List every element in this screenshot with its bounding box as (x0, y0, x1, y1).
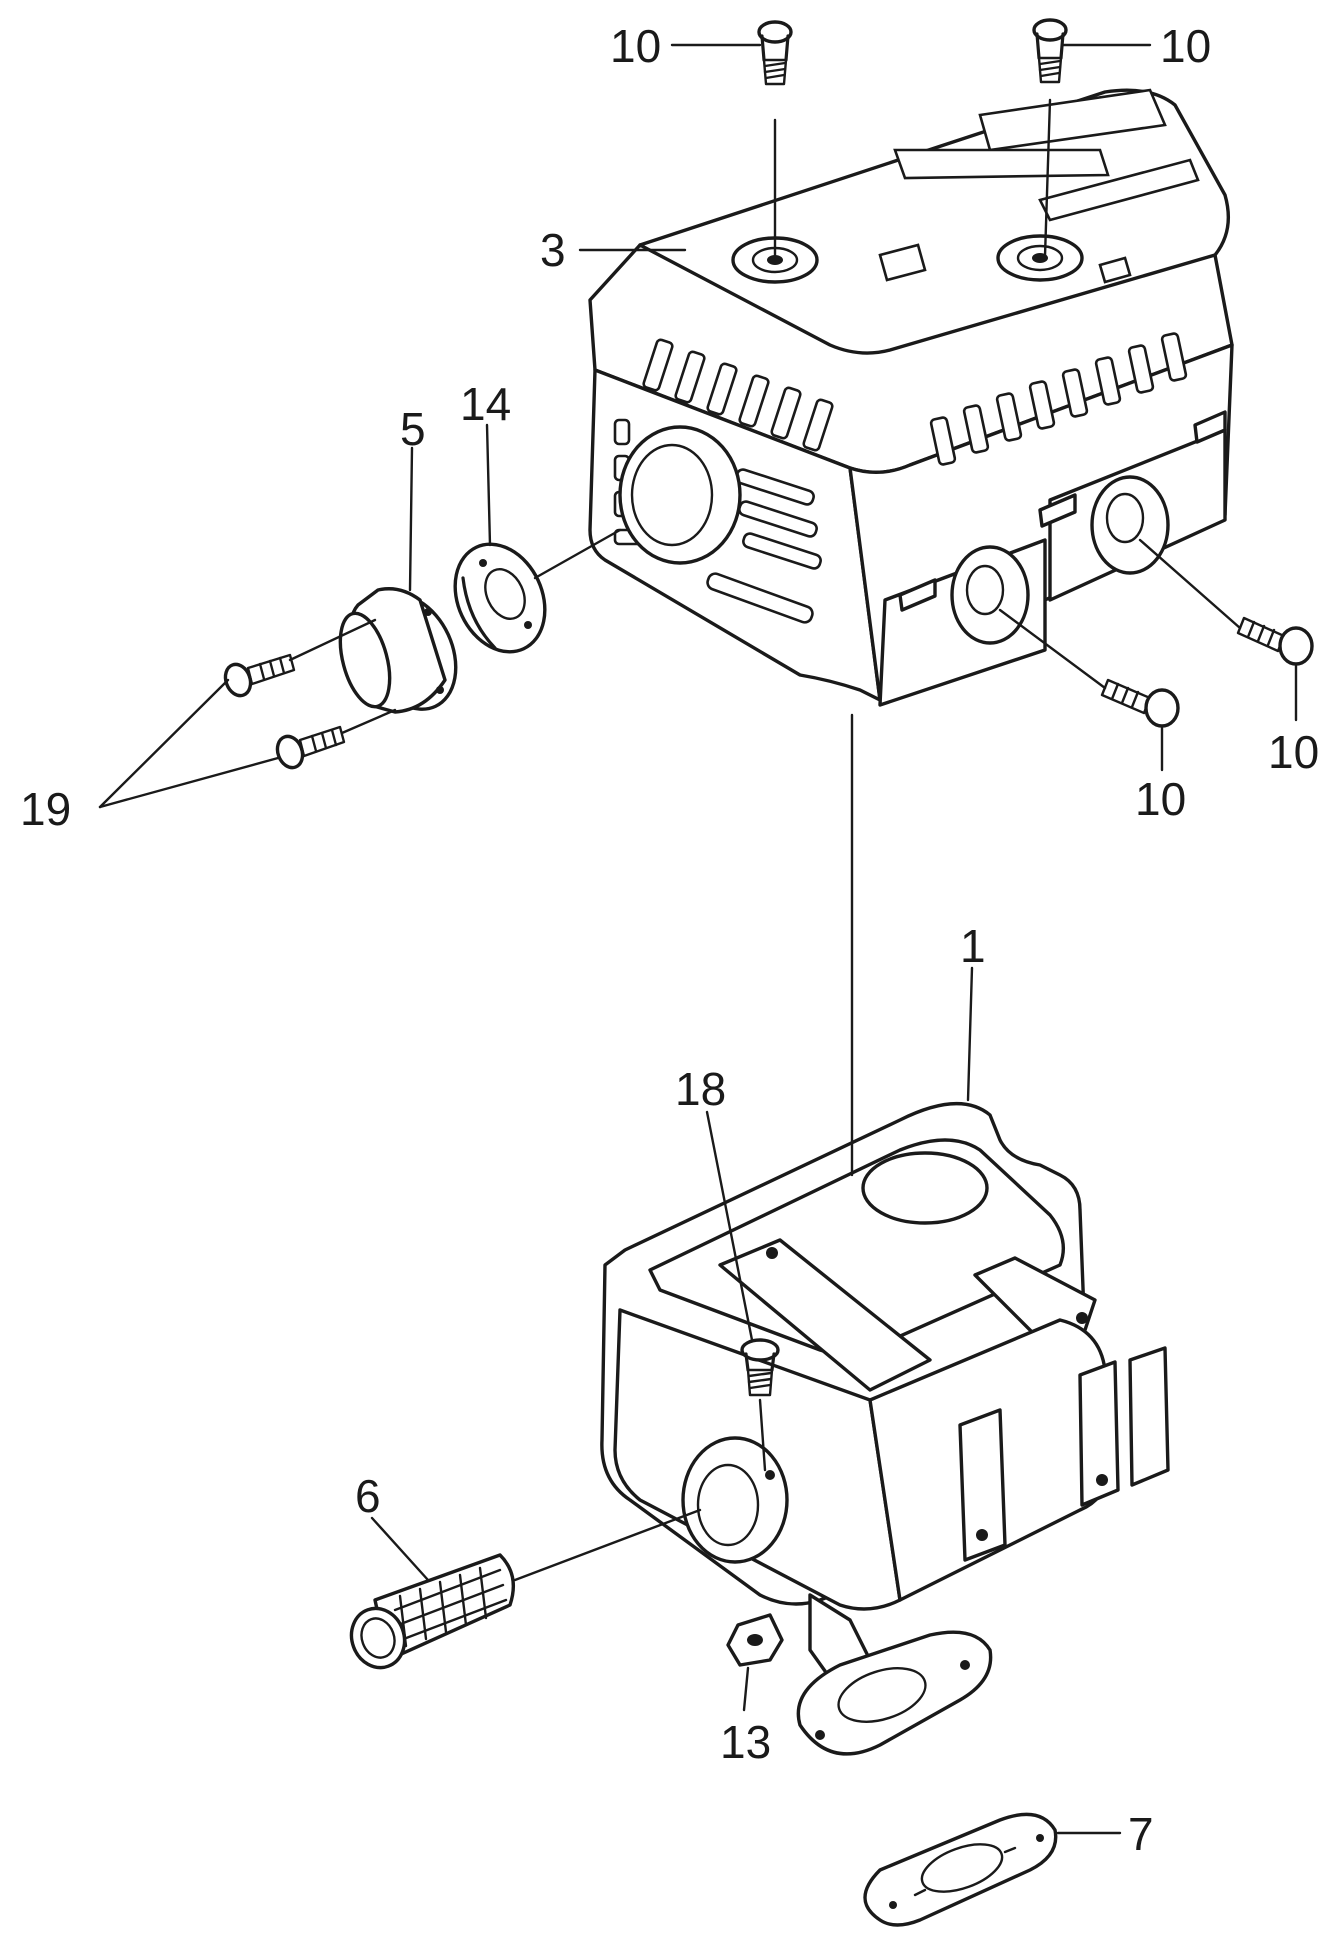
nut[interactable] (726, 1613, 784, 1667)
callout-13: 13 (720, 1716, 771, 1768)
callout-7: 7 (1128, 1808, 1154, 1860)
screw-side-right[interactable] (1236, 616, 1314, 666)
tailpipe[interactable] (343, 1553, 515, 1675)
callout-18: 18 (675, 1063, 726, 1115)
muffler-body[interactable] (600, 1101, 1170, 1756)
callout-19: 19 (20, 783, 71, 835)
cover-louvres-front (642, 338, 834, 452)
screw-cap-lower[interactable] (273, 725, 346, 771)
callout-5: 5 (400, 403, 426, 455)
callout-10-top-right: 10 (1160, 20, 1211, 72)
screw-side-left[interactable] (1100, 678, 1180, 728)
screw-top-right[interactable] (1032, 18, 1068, 84)
screw-body-top[interactable] (740, 1338, 780, 1397)
outlet-cap[interactable] (331, 580, 473, 724)
outlet-flange[interactable] (438, 529, 561, 666)
muffler-cover[interactable] (588, 88, 1234, 707)
screw-cap-upper[interactable] (221, 653, 296, 699)
callout-labels: 10 10 3 14 5 19 10 10 1 18 6 13 7 (20, 20, 1319, 1860)
callout-10-side-right: 10 (1268, 726, 1319, 778)
callout-10-top-left: 10 (610, 20, 661, 72)
callout-1: 1 (960, 920, 986, 972)
cover-louvres-right (929, 332, 1188, 466)
screw-top-left[interactable] (757, 20, 793, 86)
leader-lines (98, 43, 1298, 1835)
callout-14: 14 (460, 378, 511, 430)
callout-10-side-left: 10 (1135, 773, 1186, 825)
callout-6: 6 (355, 1470, 381, 1522)
callout-3: 3 (540, 224, 566, 276)
gasket[interactable] (863, 1812, 1058, 1927)
